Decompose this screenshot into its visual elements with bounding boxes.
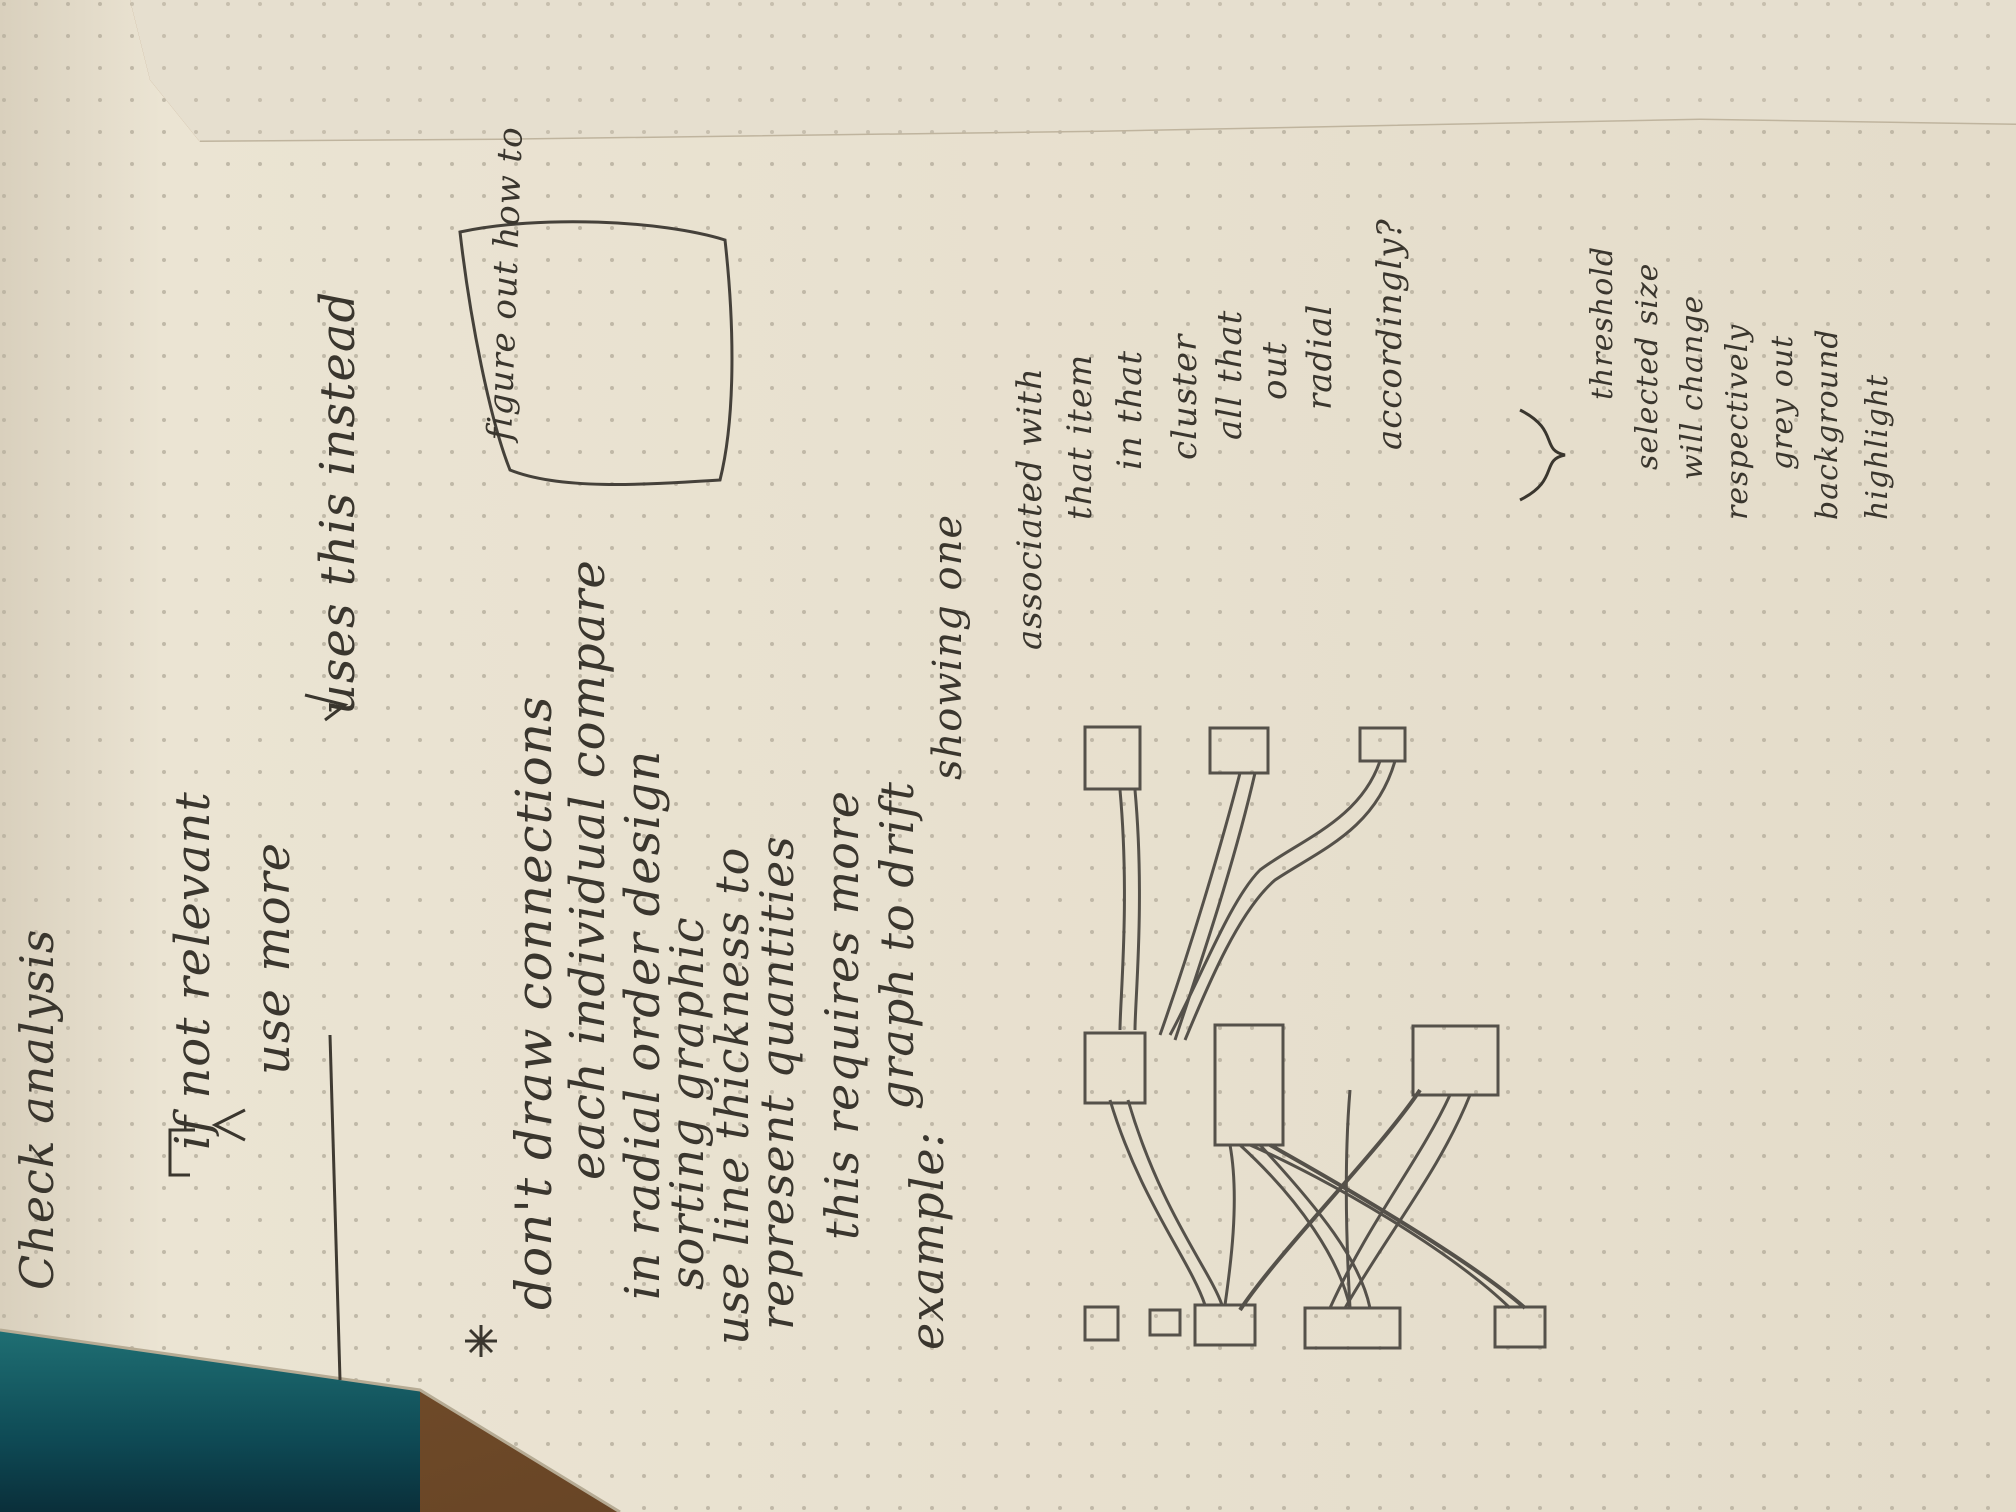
note-this-requires: this requires more (815, 789, 869, 1240)
note-check-analysis: Check analysis (10, 928, 64, 1290)
note-in-that: in that (1110, 349, 1150, 470)
note-represent: represent quantities (750, 835, 804, 1330)
note-that-item: that item (1060, 353, 1100, 520)
note-threshold: threshold (1585, 245, 1620, 400)
note-associated: associated with (1010, 367, 1050, 650)
note-radial: radial (1300, 303, 1340, 410)
note-background: background (1810, 328, 1845, 520)
note-grey-out: grey out (1765, 334, 1800, 470)
note-if-not-relevant: if not relevant (165, 791, 221, 1150)
note-showing: showing one (925, 514, 971, 780)
note-respectively: respectively (1720, 323, 1755, 520)
note-selected: selected size (1630, 262, 1665, 470)
note-all-that: all that (1210, 309, 1250, 440)
note-will-change: will change (1675, 294, 1710, 480)
note-use-more: use more (245, 842, 301, 1075)
note-example: example: (900, 1130, 954, 1350)
teal-fabric (0, 1330, 420, 1512)
note-highlight: highlight (1860, 373, 1895, 520)
note-cluster: cluster (1165, 333, 1205, 460)
note-out: out (1255, 340, 1295, 400)
note-accordingly: accordingly? (1370, 218, 1410, 450)
note-graph-drift: graph to drift (870, 780, 924, 1110)
note-dont-draw: don't draw connections (505, 695, 563, 1310)
note-uses-this-instead: uses this instead (310, 290, 366, 715)
note-each-individual: each individual compare (560, 559, 616, 1180)
